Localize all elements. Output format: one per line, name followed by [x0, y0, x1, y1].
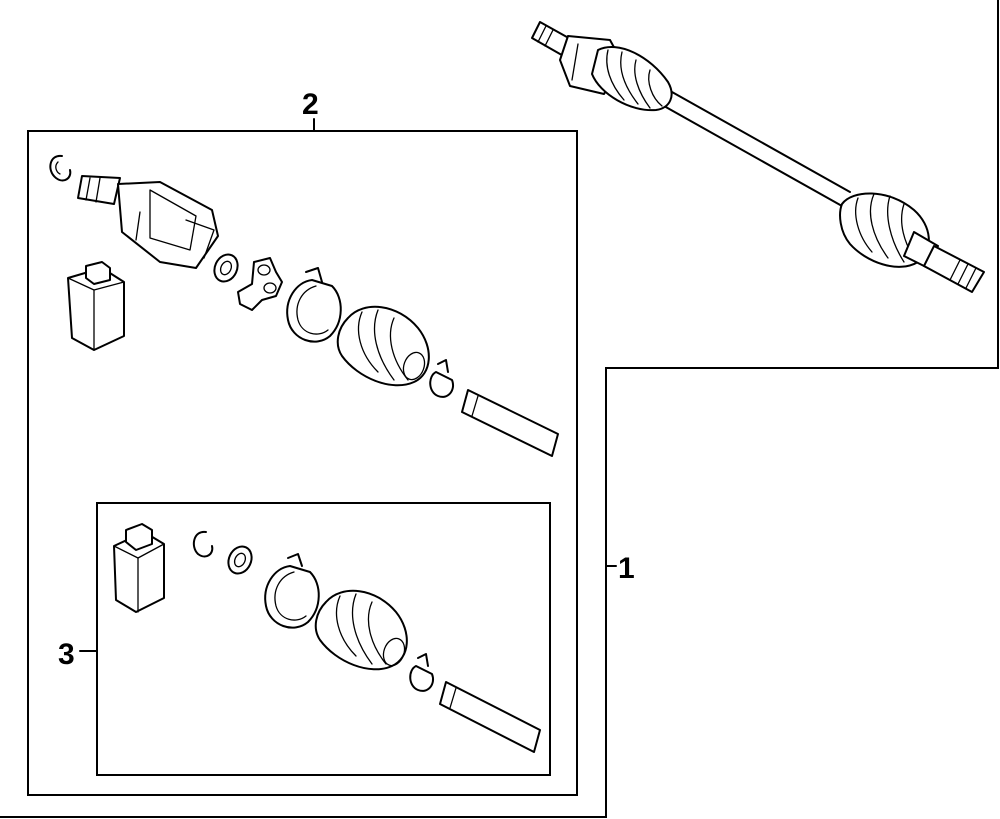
snap-ring-2	[192, 530, 214, 558]
boot-clamp-small-2	[409, 665, 434, 692]
complete-axle-shaft	[531, 21, 985, 293]
part2-box	[27, 130, 578, 796]
axle-shaft-end-2	[439, 681, 541, 753]
part3-outer-joint-kit	[113, 523, 541, 753]
grease-bottle	[67, 261, 125, 351]
part3-box	[96, 502, 551, 776]
snap-ring	[49, 154, 72, 182]
callout-3: 3	[58, 638, 75, 671]
boot-clamp-small	[429, 371, 454, 398]
axle-shaft-end	[461, 389, 559, 457]
tripod-joint	[237, 257, 283, 311]
callout-2: 2	[302, 88, 319, 121]
boot-clamp-large-2	[264, 565, 320, 629]
part2-inner-joint-kit	[49, 154, 559, 457]
callout-1: 1	[618, 552, 635, 585]
outer-boot	[314, 589, 408, 671]
inner-boot	[336, 305, 430, 387]
grease-bottle-2	[113, 523, 165, 613]
joint-washer-2	[227, 545, 253, 575]
boot-clamp-large	[286, 279, 342, 343]
joint-washer	[213, 253, 239, 283]
